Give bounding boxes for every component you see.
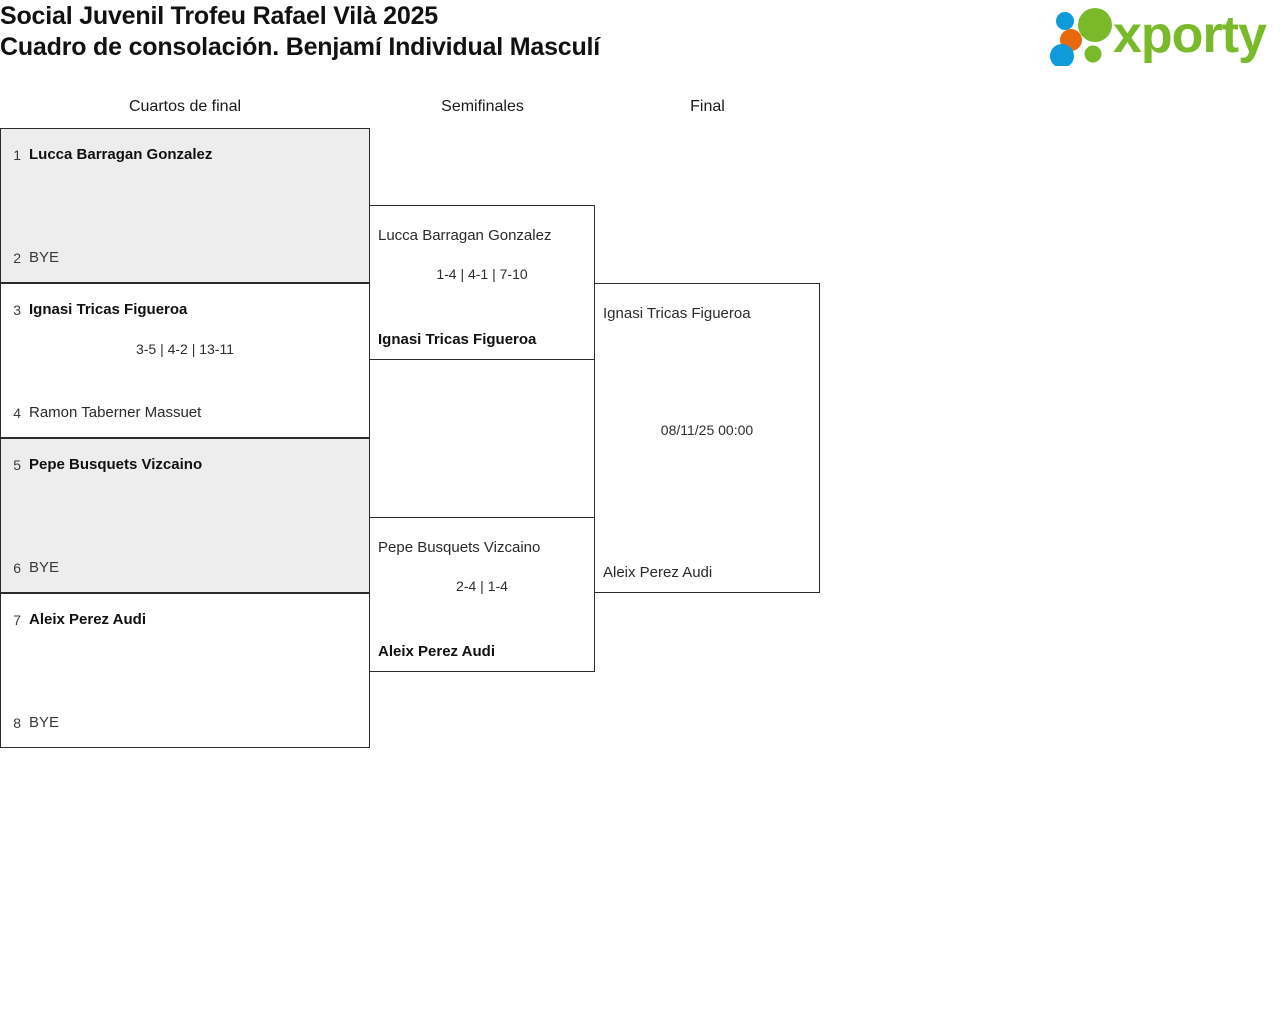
player-name: Aleix Perez Audi <box>378 643 495 660</box>
player-name: Ignasi Tricas Figueroa <box>29 301 188 318</box>
seed-number: 8 <box>13 715 21 731</box>
match-semifinal-2[interactable]: Pepe Busquets Vizcaino 2-4 | 1-4 Aleix P… <box>369 517 595 672</box>
match-scheduled-datetime: 08/11/25 00:00 <box>660 422 754 438</box>
round-header-semifinals: Semifinales <box>441 98 524 115</box>
match-quarterfinal-2[interactable]: 3 Ignasi Tricas Figueroa 3-5 | 4-2 | 13-… <box>0 283 370 438</box>
match-player-bottom[interactable]: Aleix Perez Audi <box>370 643 594 661</box>
match-score: 2-4 | 1-4 <box>456 578 508 594</box>
match-player-bottom[interactable]: 2 BYE <box>1 249 369 267</box>
match-score: 3-5 | 4-2 | 13-11 <box>135 341 235 357</box>
match-player-top[interactable]: Lucca Barragan Gonzalez <box>370 227 594 245</box>
match-player-top[interactable]: 3 Ignasi Tricas Figueroa <box>1 301 369 319</box>
logo-dot-blue-top <box>1056 12 1074 30</box>
player-name: Lucca Barragan Gonzalez <box>29 146 213 163</box>
match-player-bottom[interactable]: 4 Ramon Taberner Massuet <box>1 404 369 422</box>
xporty-logo[interactable]: xporty <box>1047 4 1275 66</box>
match-player-top[interactable]: Ignasi Tricas Figueroa <box>595 305 819 323</box>
logo-dot-green-big <box>1078 8 1112 42</box>
seed-number: 1 <box>13 147 21 163</box>
player-name: Aleix Perez Audi <box>603 564 713 581</box>
logo-dot-blue-bottom <box>1050 44 1074 66</box>
match-semifinal-1[interactable]: Lucca Barragan Gonzalez 1-4 | 4-1 | 7-10… <box>369 205 595 360</box>
player-name: Lucca Barragan Gonzalez <box>378 227 552 244</box>
bracket-subtitle: Cuadro de consolación. Benjamí Individua… <box>0 33 601 61</box>
match-player-bottom[interactable]: 8 BYE <box>1 714 369 732</box>
player-name: Pepe Busquets Vizcaino <box>29 456 203 473</box>
player-name: BYE <box>29 559 60 576</box>
seed-number: 4 <box>13 405 21 421</box>
match-quarterfinal-4[interactable]: 7 Aleix Perez Audi 8 BYE <box>0 593 370 748</box>
logo-wordmark: xporty <box>1113 6 1267 64</box>
player-name: BYE <box>29 714 60 731</box>
round-header-final: Final <box>690 98 725 115</box>
player-name: BYE <box>29 249 60 266</box>
match-player-bottom[interactable]: 6 BYE <box>1 559 369 577</box>
page-title: Social Juvenil Trofeu Rafael Vilà 2025 C… <box>0 1 900 63</box>
match-player-bottom[interactable]: Ignasi Tricas Figueroa <box>370 331 594 349</box>
round-header-quarterfinals: Cuartos de final <box>128 98 242 115</box>
match-final[interactable]: Ignasi Tricas Figueroa 08/11/25 00:00 Al… <box>594 283 820 593</box>
match-quarterfinal-3[interactable]: 5 Pepe Busquets Vizcaino 6 BYE <box>0 438 370 593</box>
seed-number: 2 <box>13 250 21 266</box>
seed-number: 6 <box>13 560 21 576</box>
player-name: Aleix Perez Audi <box>29 611 146 628</box>
match-score: 1-4 | 4-1 | 7-10 <box>436 266 528 282</box>
xporty-logo-svg: xporty <box>1050 6 1268 66</box>
player-name: Ignasi Tricas Figueroa <box>603 305 751 322</box>
match-player-top[interactable]: 7 Aleix Perez Audi <box>1 611 369 629</box>
player-name: Ramon Taberner Massuet <box>29 404 202 421</box>
tournament-name: Social Juvenil Trofeu Rafael Vilà 2025 <box>0 2 438 30</box>
match-player-top[interactable]: 5 Pepe Busquets Vizcaino <box>1 456 369 474</box>
match-player-top[interactable]: Pepe Busquets Vizcaino <box>370 539 594 557</box>
logo-dot-green-small <box>1084 45 1102 63</box>
seed-number: 5 <box>13 457 21 473</box>
match-quarterfinal-1[interactable]: 1 Lucca Barragan Gonzalez 2 BYE <box>0 128 370 283</box>
seed-number: 3 <box>13 302 21 318</box>
match-player-top[interactable]: 1 Lucca Barragan Gonzalez <box>1 146 369 164</box>
match-player-bottom[interactable]: Aleix Perez Audi <box>595 564 819 582</box>
page-header: Social Juvenil Trofeu Rafael Vilà 2025 C… <box>0 0 1280 88</box>
seed-number: 7 <box>13 612 21 628</box>
player-name: Pepe Busquets Vizcaino <box>378 539 541 556</box>
player-name: Ignasi Tricas Figueroa <box>378 331 537 348</box>
